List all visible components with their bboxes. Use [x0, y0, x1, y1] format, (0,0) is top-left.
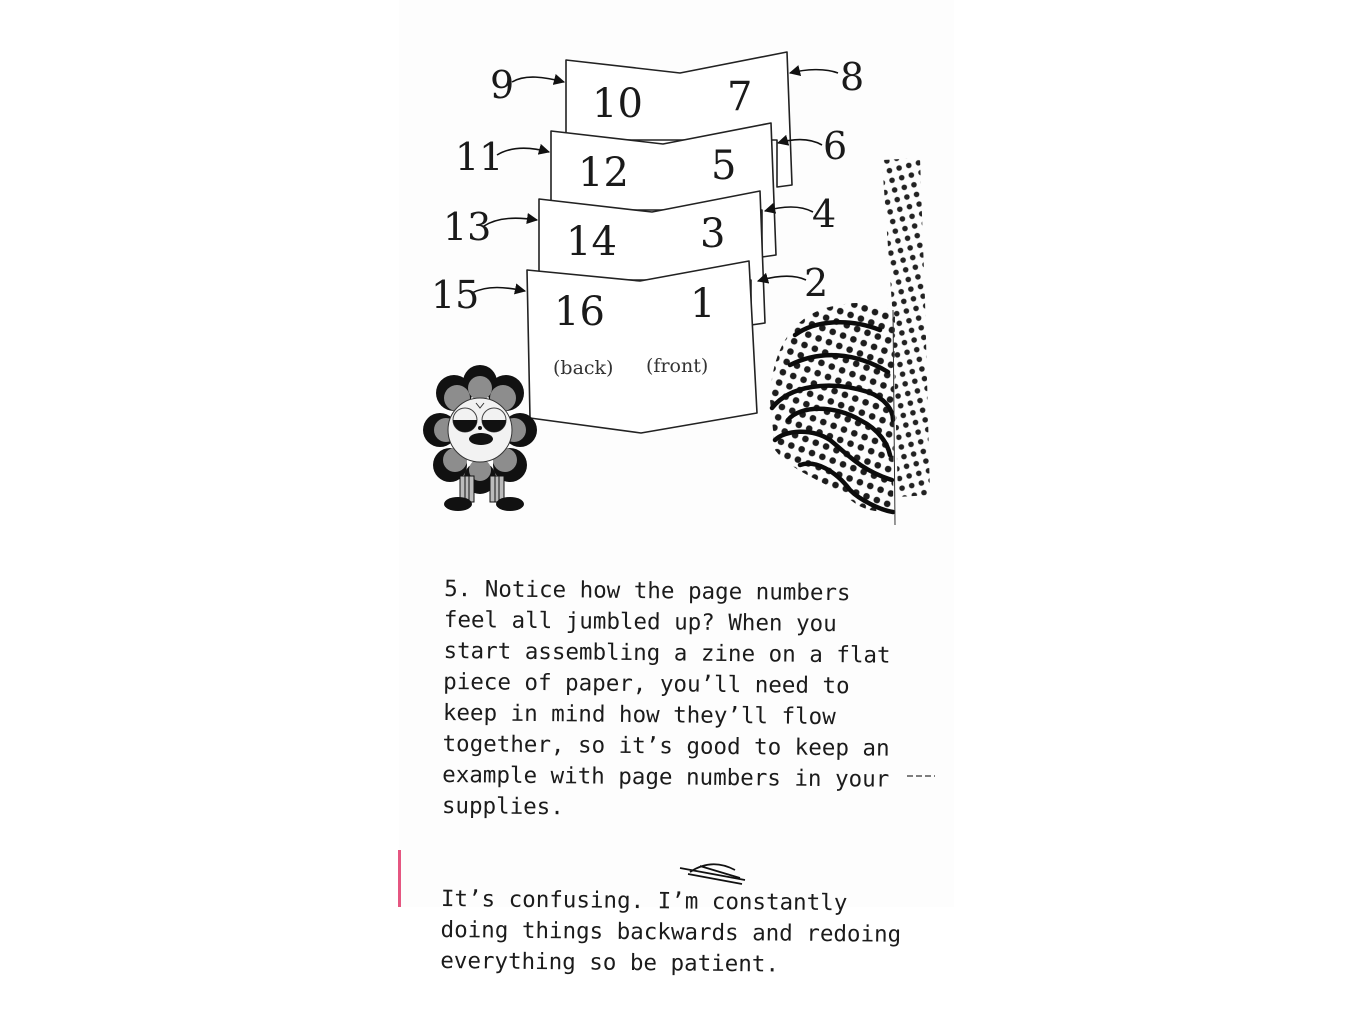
page-number-3: 3: [700, 211, 726, 257]
page-number-10: 10: [592, 81, 643, 127]
arrow-label-13: 13: [443, 205, 492, 249]
arrow-label-6: 6: [823, 124, 848, 168]
page-number-7: 7: [727, 74, 753, 120]
pink-paper-edge: [398, 850, 401, 907]
page-number-12: 12: [578, 150, 629, 196]
page-number-1: 1: [690, 281, 716, 327]
arrow-label-4: 4: [812, 192, 837, 236]
back-label: (back): [553, 357, 614, 379]
page-number-16: 16: [554, 289, 605, 335]
flower-character-icon: [423, 365, 537, 511]
halftone-strip-icon: [882, 158, 930, 526]
paragraph-step-5: 5. Notice how the page numbers feel all …: [441, 575, 891, 821]
sheet-4: [526, 260, 758, 434]
scribble-mark-icon: [679, 863, 746, 885]
front-label: (front): [646, 355, 709, 377]
arrow-label-8: 8: [840, 55, 865, 99]
page-number-5: 5: [711, 143, 737, 189]
paragraph-advice: It’s confusing. I’m constantly doing thi…: [440, 885, 902, 978]
arrow-label-11: 11: [455, 135, 504, 179]
folded-sheets-diagram: [423, 51, 935, 885]
page-number-14: 14: [566, 219, 617, 265]
arrow-label-15: 15: [431, 273, 480, 317]
instruction-text: 5. Notice how the page numbers feel all …: [440, 512, 945, 1013]
arrow-label-2: 2: [804, 261, 829, 305]
halftone-brain-icon: [769, 302, 896, 515]
arrow-label-9: 9: [490, 63, 515, 107]
